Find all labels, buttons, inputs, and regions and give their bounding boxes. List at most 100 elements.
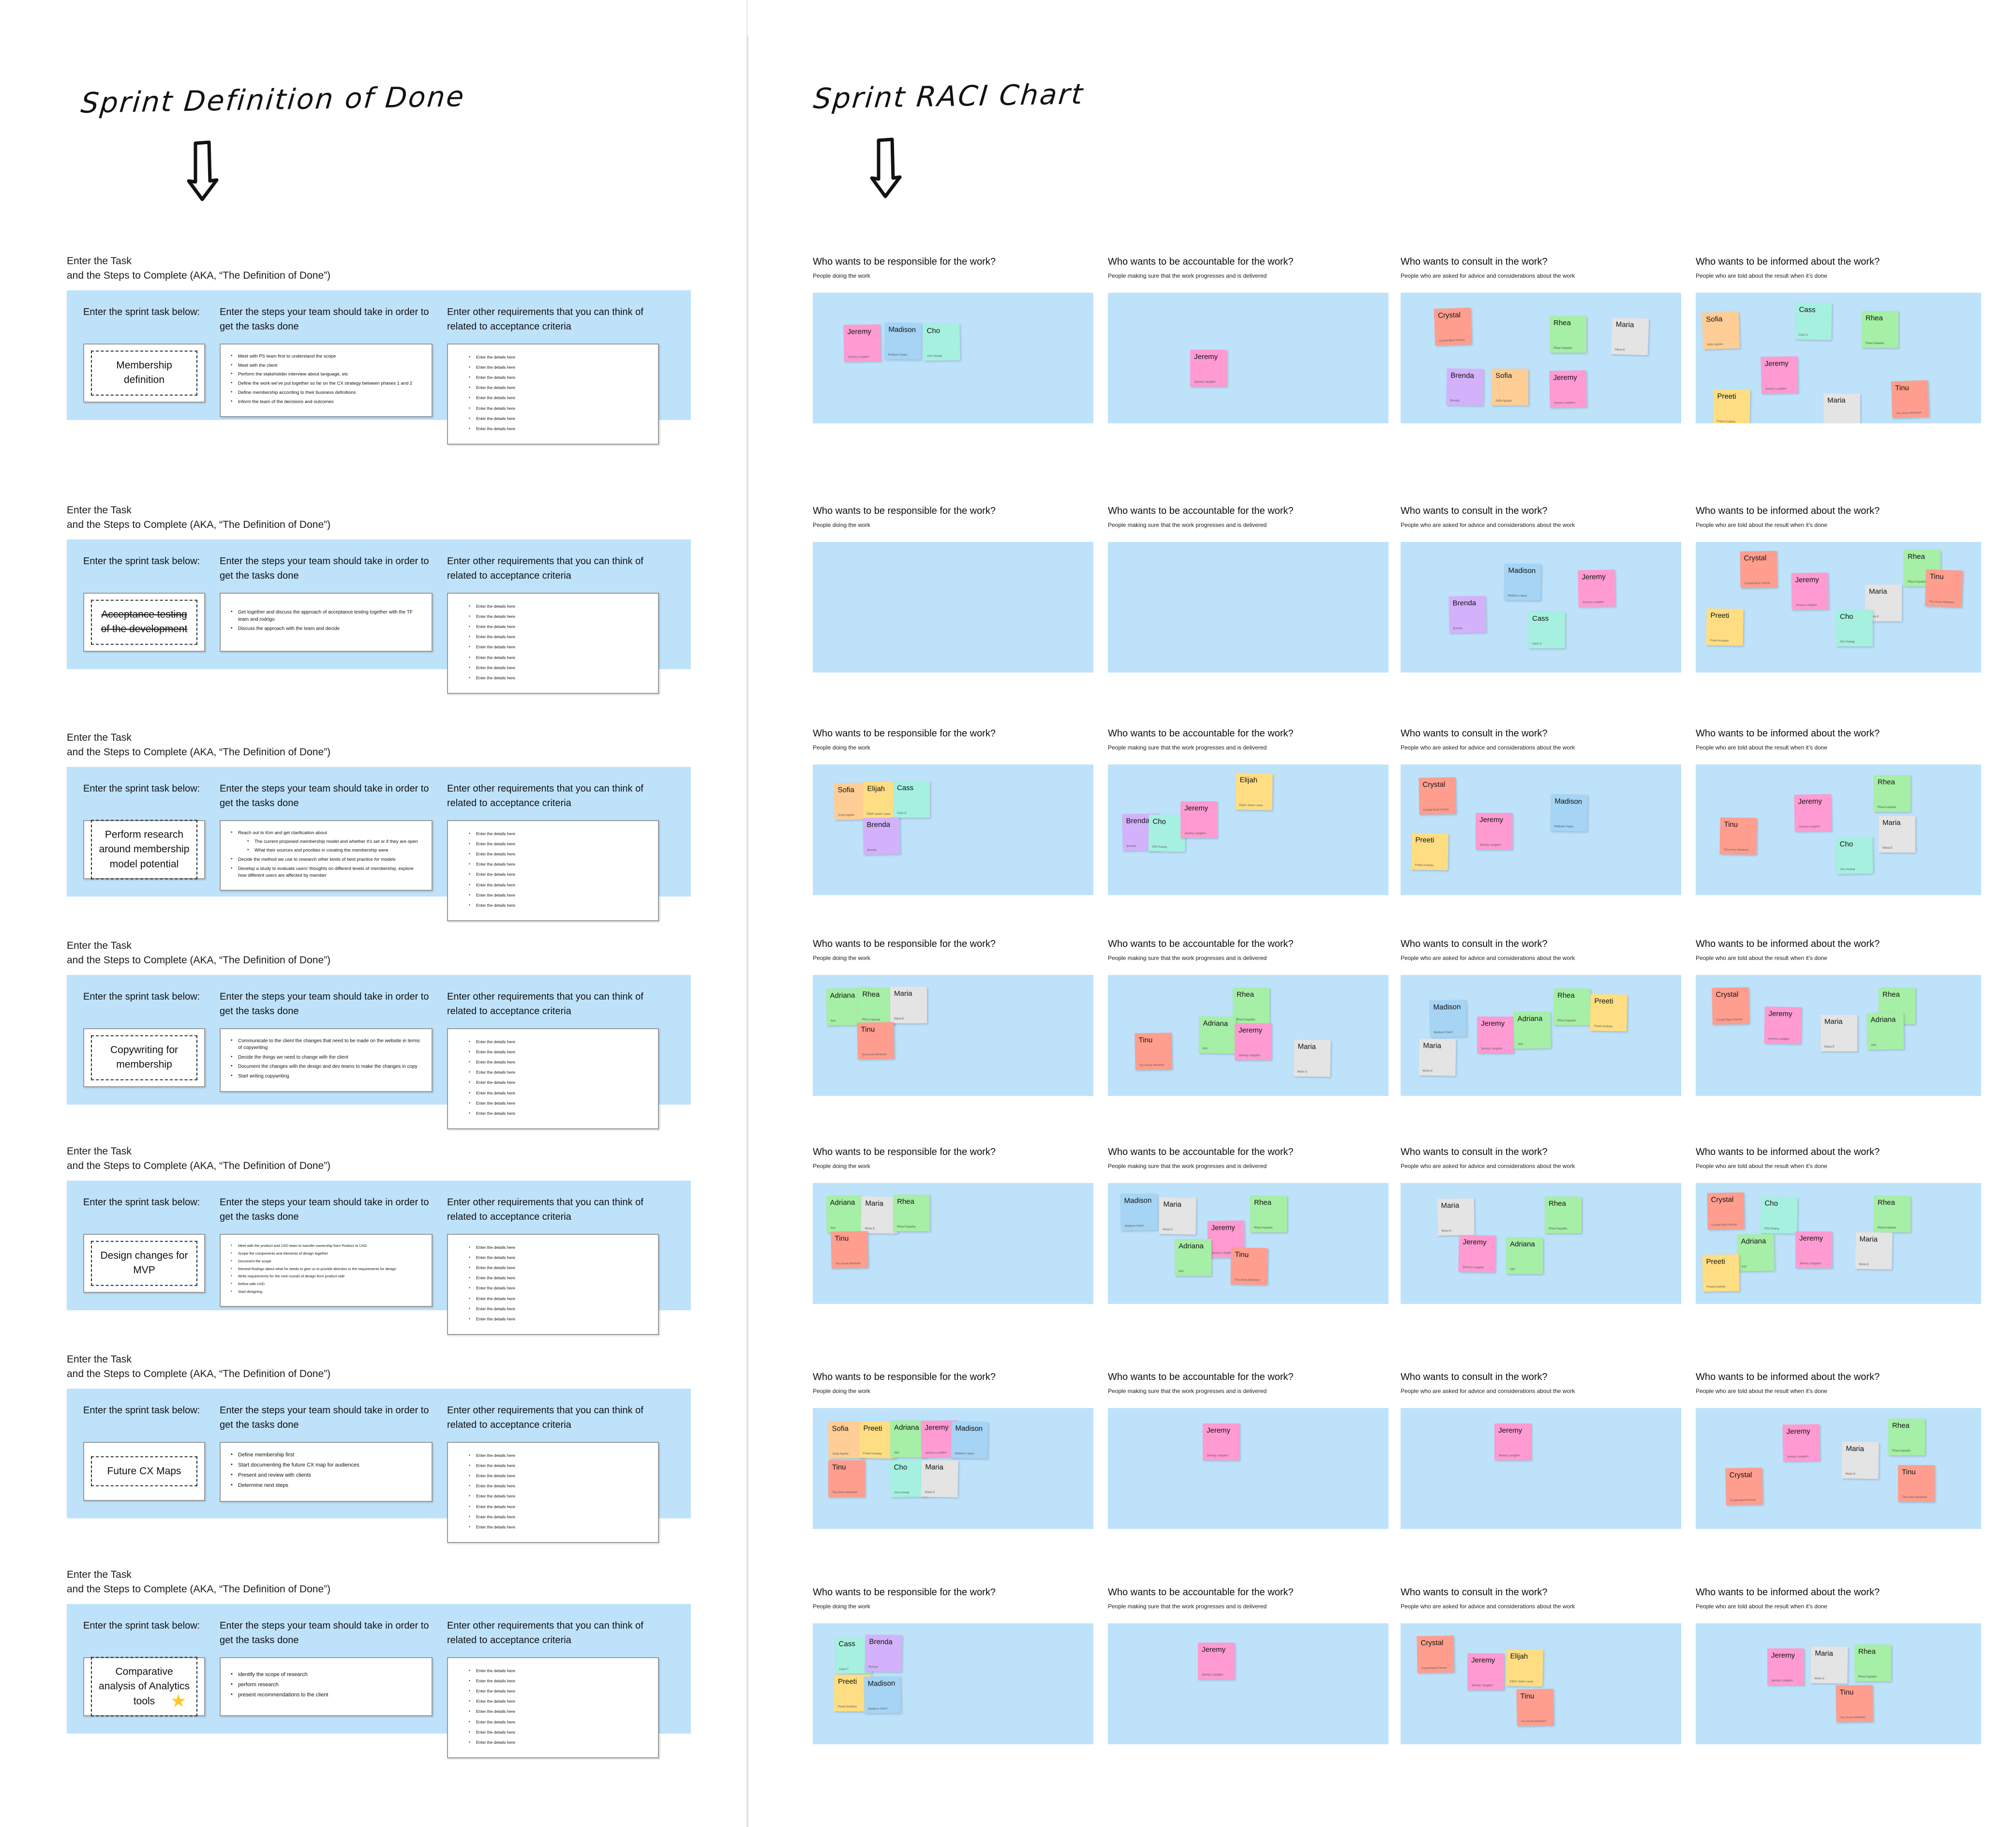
sprint-task-value[interactable]: Design changes for MVP — [91, 1241, 197, 1286]
steps-box[interactable]: Define membership firstStart documenting… — [220, 1441, 433, 1502]
steps-box[interactable]: Meet with PS team first to understand th… — [220, 343, 433, 418]
steps-box[interactable]: identify the scope of research perform r… — [220, 1657, 433, 1716]
sprint-task-value[interactable]: Copywriting for membership — [91, 1035, 197, 1080]
raci-sticky-area-accountable[interactable] — [1108, 542, 1389, 673]
sprint-task-box[interactable]: Perform research around membership model… — [83, 820, 205, 880]
raci-sticky-area-responsible[interactable] — [813, 542, 1093, 673]
sprint-task-value[interactable]: Perform research around membership model… — [91, 820, 197, 880]
sprint-task-box[interactable]: Design changes for MVP — [83, 1233, 205, 1293]
steps-box[interactable]: Reach out to Kim and get clarification a… — [220, 820, 433, 891]
sprint-task-box[interactable]: Membership definition — [83, 343, 205, 403]
steps-box[interactable]: Meet with the product and UXD team to tr… — [220, 1233, 433, 1307]
sprint-task-box[interactable]: Comparative analysis of Analytics tools★ — [83, 1657, 205, 1717]
